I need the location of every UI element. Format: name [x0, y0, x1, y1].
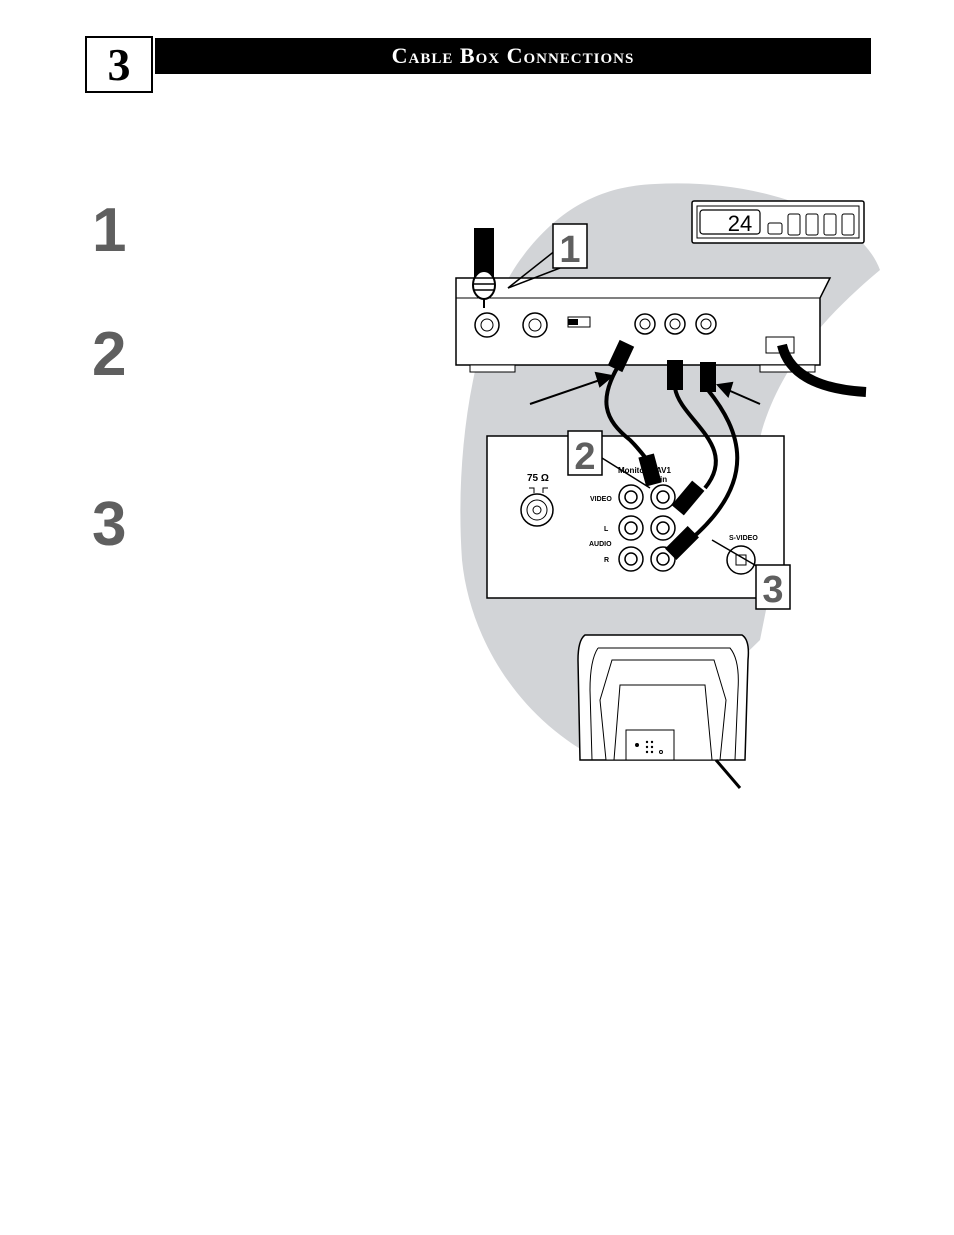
callout-2: 2: [567, 430, 651, 489]
callout-3-label: 3: [762, 569, 783, 611]
page-title: Cable Box Connections: [155, 38, 871, 74]
callout-1: 1: [507, 223, 588, 289]
power-cord: [777, 343, 867, 397]
channel-display-text: 24: [728, 211, 752, 236]
audio-label: AUDIO: [589, 541, 612, 548]
callout-2-label: 2: [574, 436, 595, 478]
ohm-label: 75 Ω: [527, 473, 549, 484]
in-label: in: [660, 475, 667, 484]
rca-plugs: [607, 339, 716, 560]
callout-1-label: 1: [559, 229, 580, 271]
video-label: VIDEO: [590, 496, 612, 503]
tv-rear-panel: 75 Ω Monitor AV1 in VIDEO L AUDIO R S-VI…: [486, 435, 785, 599]
l-label: L: [604, 526, 609, 533]
chapter-number-box: 3: [85, 36, 153, 93]
step-number-2: 2: [92, 320, 127, 389]
monitor-label: Monitor: [618, 466, 647, 475]
tv-rear-icon: [577, 634, 750, 789]
antenna-cable-icon: [472, 228, 496, 308]
cable-box-front-icon: 24: [691, 200, 865, 244]
step-number-3: 3: [92, 490, 127, 559]
av1-label: AV1: [656, 466, 672, 475]
r-label: R: [604, 557, 609, 564]
step-number-1: 1: [92, 196, 127, 265]
callout-3: 3: [711, 539, 791, 611]
arrow-icons: [529, 371, 761, 405]
cable-box-rear-icon: [455, 277, 832, 373]
svideo-label: S-VIDEO: [729, 535, 758, 542]
